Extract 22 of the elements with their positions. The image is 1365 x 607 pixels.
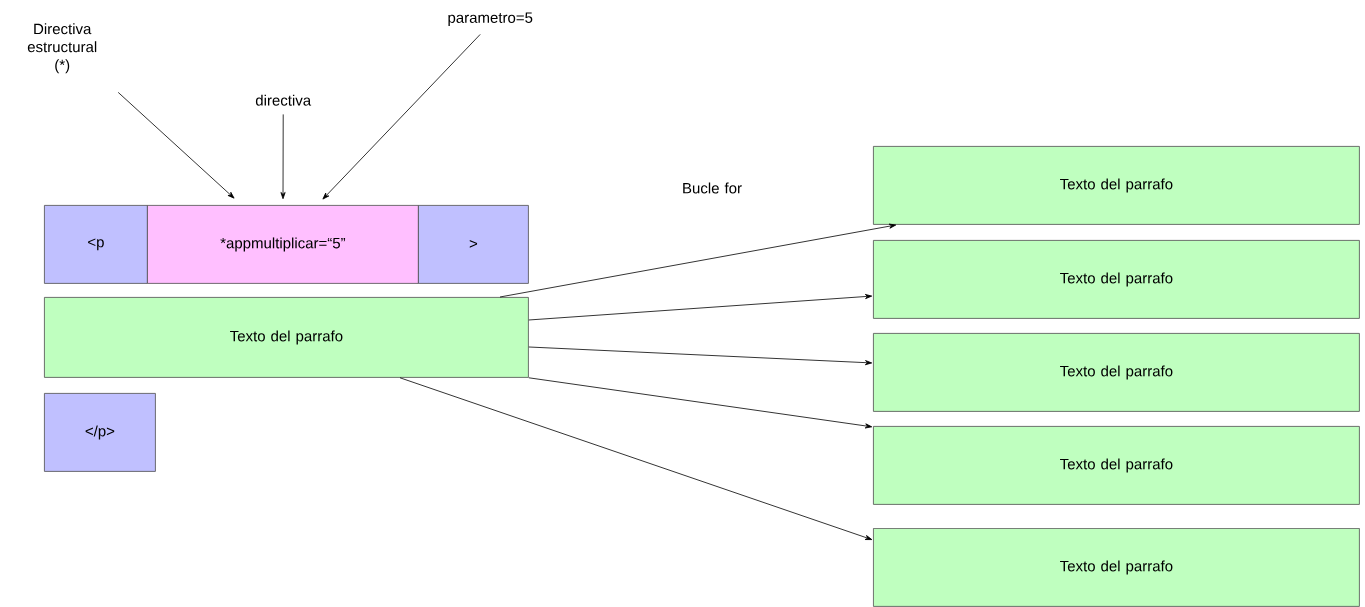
tag-box: <p — [44, 205, 148, 284]
paragraph-box: Texto del parrafo — [873, 426, 1360, 505]
directive-box: *appmultiplicar=“5” — [147, 205, 419, 284]
loop-label: Bucle for — [683, 182, 742, 194]
arrow — [399, 377, 873, 540]
arrow — [499, 223, 897, 298]
paragraph-box: Texto del parrafo — [873, 528, 1360, 607]
paragraph-box: Texto del parrafo — [873, 333, 1360, 412]
arrow — [528, 294, 873, 321]
arrow — [280, 114, 286, 200]
arrow — [322, 34, 481, 200]
annotation-text: parametro=5 — [448, 12, 533, 26]
annotation-text: directiva — [255, 94, 312, 106]
tag-box: </p> — [44, 393, 156, 472]
annotation-text: Directiva estructural (*) — [27, 23, 97, 74]
paragraph-box: Texto del parrafo — [873, 240, 1360, 319]
arrow — [528, 377, 873, 429]
arrow — [528, 346, 873, 366]
paragraph-box: Texto del parrafo — [873, 146, 1360, 225]
paragraph-box: Texto del parrafo — [44, 297, 529, 378]
tag-box: > — [418, 205, 529, 284]
arrow — [117, 92, 235, 199]
